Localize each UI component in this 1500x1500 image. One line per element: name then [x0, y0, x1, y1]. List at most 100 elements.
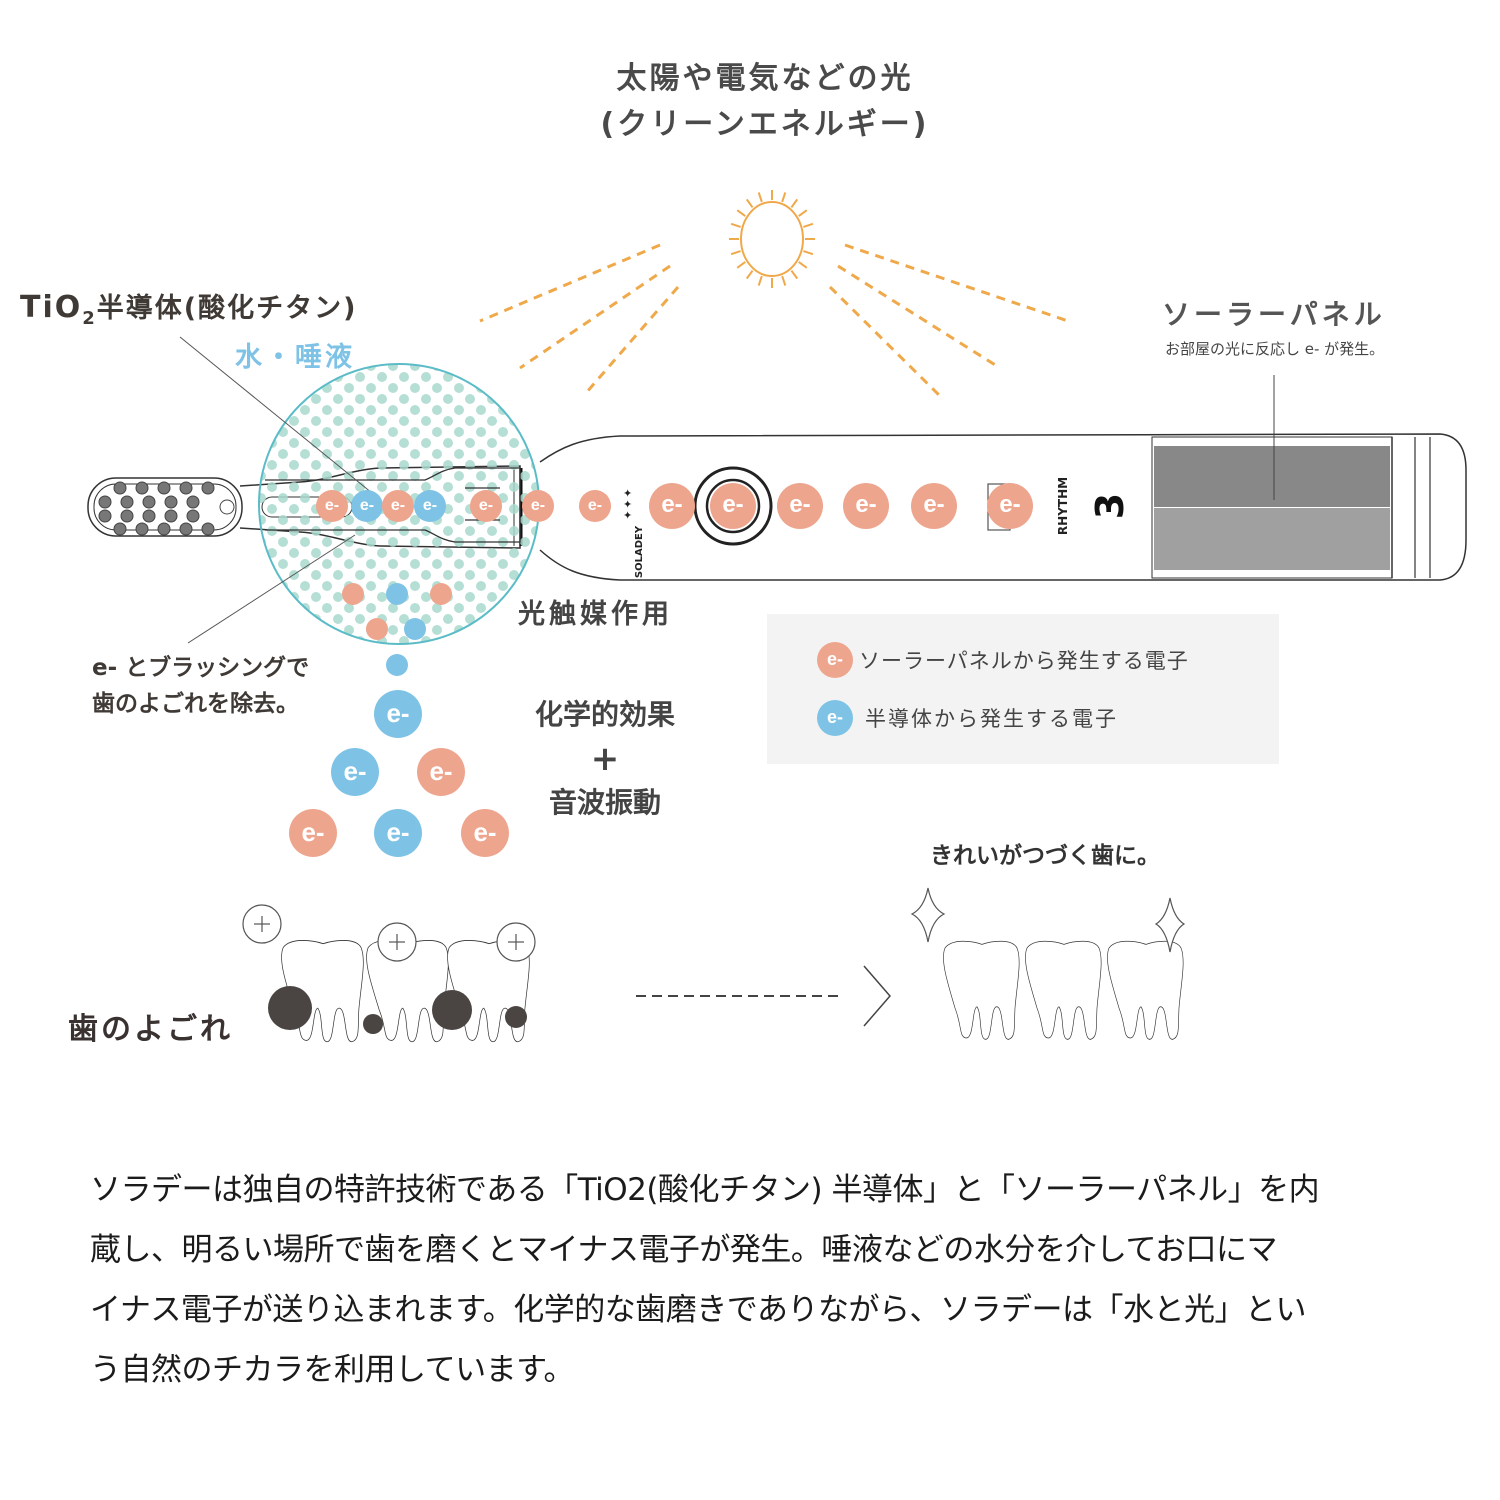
solar-electron: e-: [710, 483, 756, 529]
solar-electron: e-: [911, 483, 957, 529]
sun-ray-tick: [736, 261, 746, 269]
mode-label: RHYTHM: [1056, 476, 1070, 536]
sparkle-icon: [910, 887, 1186, 953]
solar-electron: e-: [579, 490, 611, 522]
sun-ray-tick: [730, 222, 741, 228]
solar-panel-desc: お部屋の光に反応し e- が発生。: [1165, 340, 1385, 358]
bristle-tuft: [98, 509, 112, 523]
bristle-tuft: [164, 495, 178, 509]
description-line-4: う自然のチカラを利用しています。: [90, 1352, 574, 1388]
bristle-tuft: [186, 495, 200, 509]
plus-charge-icon: [242, 904, 282, 944]
bristle-tuft: [120, 495, 134, 509]
mode-value: 3: [1088, 492, 1132, 520]
chemical-effect-label: 化学的効果: [534, 698, 675, 731]
solar-electron: e-: [461, 809, 509, 857]
dashed-arrow-icon: [636, 965, 891, 1027]
bristle-tuft: [164, 509, 178, 523]
legend-text-solar: ソーラーパネルから発生する電子: [859, 649, 1189, 673]
solar-panel-title: ソーラーパネル: [1162, 298, 1386, 331]
solar-panel-top: [1154, 446, 1390, 507]
sun-ray-tick: [798, 261, 808, 269]
sun-ray-tick: [790, 198, 799, 209]
tio2-subscript: 2: [82, 308, 97, 329]
plaque-spot: [505, 1006, 527, 1028]
legend-item: e- ソーラーパネルから発生する電子: [817, 642, 1189, 678]
bristles: [98, 481, 215, 536]
legend-item: e- 半導体から発生する電子: [817, 700, 1118, 736]
sun-illustration: [479, 190, 1069, 398]
sun-ray-tick: [745, 198, 754, 209]
electron-dot: [404, 618, 426, 640]
electron-dot: [342, 583, 364, 605]
bristle-tuft: [113, 481, 127, 495]
bristle-tuft: [120, 509, 134, 523]
bristle-tuft: [135, 522, 149, 536]
pointer-lines: [179, 336, 373, 644]
tio2-text: 半導体(酸化チタン): [96, 293, 358, 324]
brand-sparkle-icon: ✦✦✦: [623, 487, 633, 522]
water-saliva-label: 水・唾液: [235, 342, 355, 373]
light-rays: [479, 243, 1069, 398]
bristle-tuft: [98, 495, 112, 509]
sun-ray-tick: [781, 275, 787, 286]
title-line-1: 太陽や電気などの光: [616, 61, 914, 96]
semiconductor-electron: e-: [351, 490, 383, 522]
solar-electron: e-: [649, 483, 695, 529]
description-line-3: イナス電子が送り込まれます。化学的な歯磨きでありながら、ソラデーは「水と光」とい: [90, 1292, 1306, 1328]
semiconductor-electron: e-: [374, 690, 422, 738]
plus-sign: +: [590, 739, 620, 779]
plus-charges: [242, 904, 536, 962]
solar-electron: e-: [316, 490, 348, 522]
teeth-illustration: [242, 887, 1186, 1043]
sonic-vibration-label: 音波振動: [548, 786, 661, 819]
tio2-chem: TiO: [20, 290, 83, 325]
semiconductor-electron-icon: e-: [817, 700, 853, 736]
sun-ray-tick: [790, 269, 799, 280]
semiconductor-electron: e-: [331, 748, 379, 796]
semiconductor-electron: e-: [414, 490, 446, 522]
solar-electron: e-: [987, 483, 1033, 529]
legend: e- ソーラーパネルから発生する電子 e- 半導体から発生する電子: [767, 614, 1279, 764]
plaque-spots: [268, 986, 527, 1034]
clean-teeth-label: きれいがつづく歯に。: [930, 843, 1160, 869]
sun-ray-tick: [745, 269, 754, 280]
solar-electron: e-: [382, 490, 414, 522]
sun-ray-tick: [736, 209, 746, 217]
brushing-line-2: 歯のよごれを除去。: [92, 691, 299, 717]
description-line-1: ソラデーは独自の特許技術である「TiO2(酸化チタン) 半導体」と「ソーラーパネ…: [90, 1172, 1320, 1208]
sun-ray-tick: [781, 192, 787, 203]
sun-ray-tick: [803, 250, 814, 256]
title-line-2: (クリーンエネルギー): [600, 107, 930, 142]
solar-electron: e-: [417, 748, 465, 796]
bristle-tuft: [157, 481, 171, 495]
power-button: [693, 466, 773, 546]
sun-ray-tick: [798, 209, 808, 217]
plus-charge-icon: [496, 922, 536, 962]
bristle-tuft: [179, 481, 193, 495]
plaque-spot: [268, 986, 312, 1030]
bristle-tuft: [142, 509, 156, 523]
electron-dot: [386, 654, 408, 676]
effect-block: 化学的効果 + 音波振動: [510, 693, 700, 825]
sun-ray-tick: [757, 275, 763, 286]
brushing-label: e- とブラッシングで 歯のよごれを除去。: [92, 650, 309, 722]
electron-dot: [430, 583, 452, 605]
legend-text-semiconductor: 半導体から発生する電子: [865, 707, 1118, 731]
sunlight-title: 太陽や電気などの光 (クリーンエネルギー): [500, 56, 1030, 148]
bristle-tuft: [157, 522, 171, 536]
sun-icon: [729, 190, 815, 288]
sun-ray-tick: [757, 192, 763, 203]
sun-ray-tick: [803, 222, 814, 228]
sun-ray-tick: [730, 250, 741, 256]
bristle-tuft: [113, 522, 127, 536]
bristle-tuft: [135, 481, 149, 495]
plaque-spot: [363, 1014, 383, 1034]
bristle-tuft: [142, 495, 156, 509]
solar-electron: e-: [843, 483, 889, 529]
solar-electron-icon: e-: [817, 642, 853, 678]
bristle-tuft: [179, 522, 193, 536]
electron-dot: [386, 583, 408, 605]
bristle-tuft: [201, 522, 215, 536]
solar-electron: e-: [289, 809, 337, 857]
